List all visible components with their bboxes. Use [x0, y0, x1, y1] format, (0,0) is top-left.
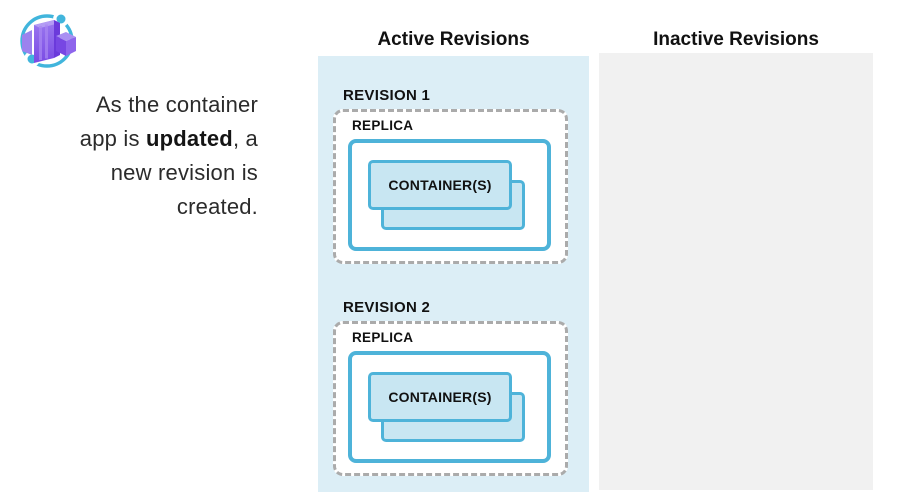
revision-2-label: REVISION 2 — [343, 299, 431, 316]
revision-2-group: REVISION 2 REPLICA CONTAINER(S) — [333, 299, 568, 476]
caption-line: app is — [79, 126, 146, 151]
container-box-front: CONTAINER(S) — [368, 160, 512, 210]
caption-line: , a — [232, 126, 258, 151]
active-revisions-header: Active Revisions — [377, 29, 530, 50]
pod-box: CONTAINER(S) — [348, 139, 551, 251]
revision-1-label: REVISION 1 — [343, 87, 431, 104]
containers-label: CONTAINER(S) — [388, 389, 492, 405]
active-revisions-panel: REVISION 1 REPLICA CONTAINER(S) REVISION… — [318, 56, 589, 492]
caption-line: new revision is — [110, 160, 258, 185]
caption-text: As the container app is updated, a new r… — [28, 88, 258, 224]
replica-label: REPLICA — [352, 330, 414, 345]
revision-1-group: REVISION 1 REPLICA CONTAINER(S) — [333, 87, 568, 264]
replica-box: REPLICA CONTAINER(S) — [333, 321, 568, 476]
container-box-front: CONTAINER(S) — [368, 372, 512, 422]
caption-line: created. — [176, 194, 258, 219]
pod-box: CONTAINER(S) — [348, 351, 551, 463]
replica-label: REPLICA — [352, 118, 414, 133]
inactive-revisions-panel — [599, 53, 873, 490]
caption-bold-word: updated — [145, 126, 233, 151]
caption-line: As the container — [95, 92, 258, 117]
inactive-revisions-header: Inactive Revisions — [653, 29, 819, 50]
azure-container-apps-icon — [14, 6, 82, 74]
replica-box: REPLICA CONTAINER(S) — [333, 109, 568, 264]
containers-label: CONTAINER(S) — [388, 177, 492, 193]
